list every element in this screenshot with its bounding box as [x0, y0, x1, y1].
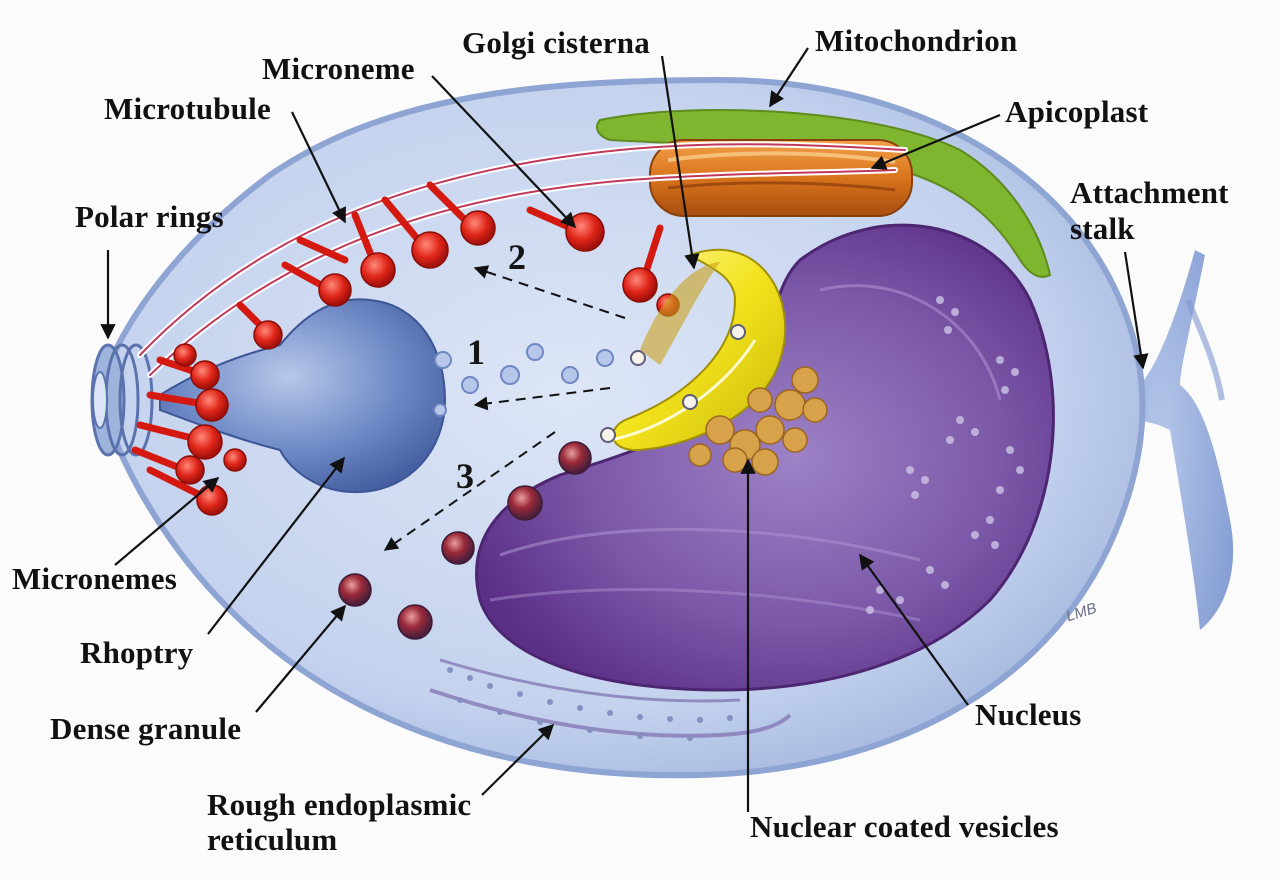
pathway-number-3: 3 [456, 455, 474, 497]
label-attachment-stalk-line2: stalk [1070, 212, 1135, 246]
label-rough-er-line2: reticulum [207, 823, 337, 857]
pathway-number-2: 2 [508, 236, 526, 278]
label-attachment-stalk-line1: Attachment [1070, 176, 1229, 210]
label-micronemes: Micronemes [12, 562, 177, 596]
label-microneme: Microneme [262, 52, 415, 86]
label-microtubule: Microtubule [104, 92, 271, 126]
label-mitochondrion: Mitochondrion [815, 24, 1017, 58]
label-golgi-cisterna: Golgi cisterna [462, 26, 650, 60]
label-nucleus: Nucleus [975, 698, 1081, 732]
label-dense-granule: Dense granule [50, 712, 241, 746]
pathway-number-1: 1 [467, 331, 485, 373]
label-rhoptry: Rhoptry [80, 636, 193, 670]
label-rough-er-line1: Rough endoplasmic [207, 788, 471, 822]
attachment-stalk [1130, 250, 1233, 630]
label-nuclear-coated-vesicles: Nuclear coated vesicles [750, 810, 1059, 844]
label-apicoplast: Apicoplast [1005, 95, 1148, 129]
label-polar-rings: Polar rings [75, 200, 224, 234]
